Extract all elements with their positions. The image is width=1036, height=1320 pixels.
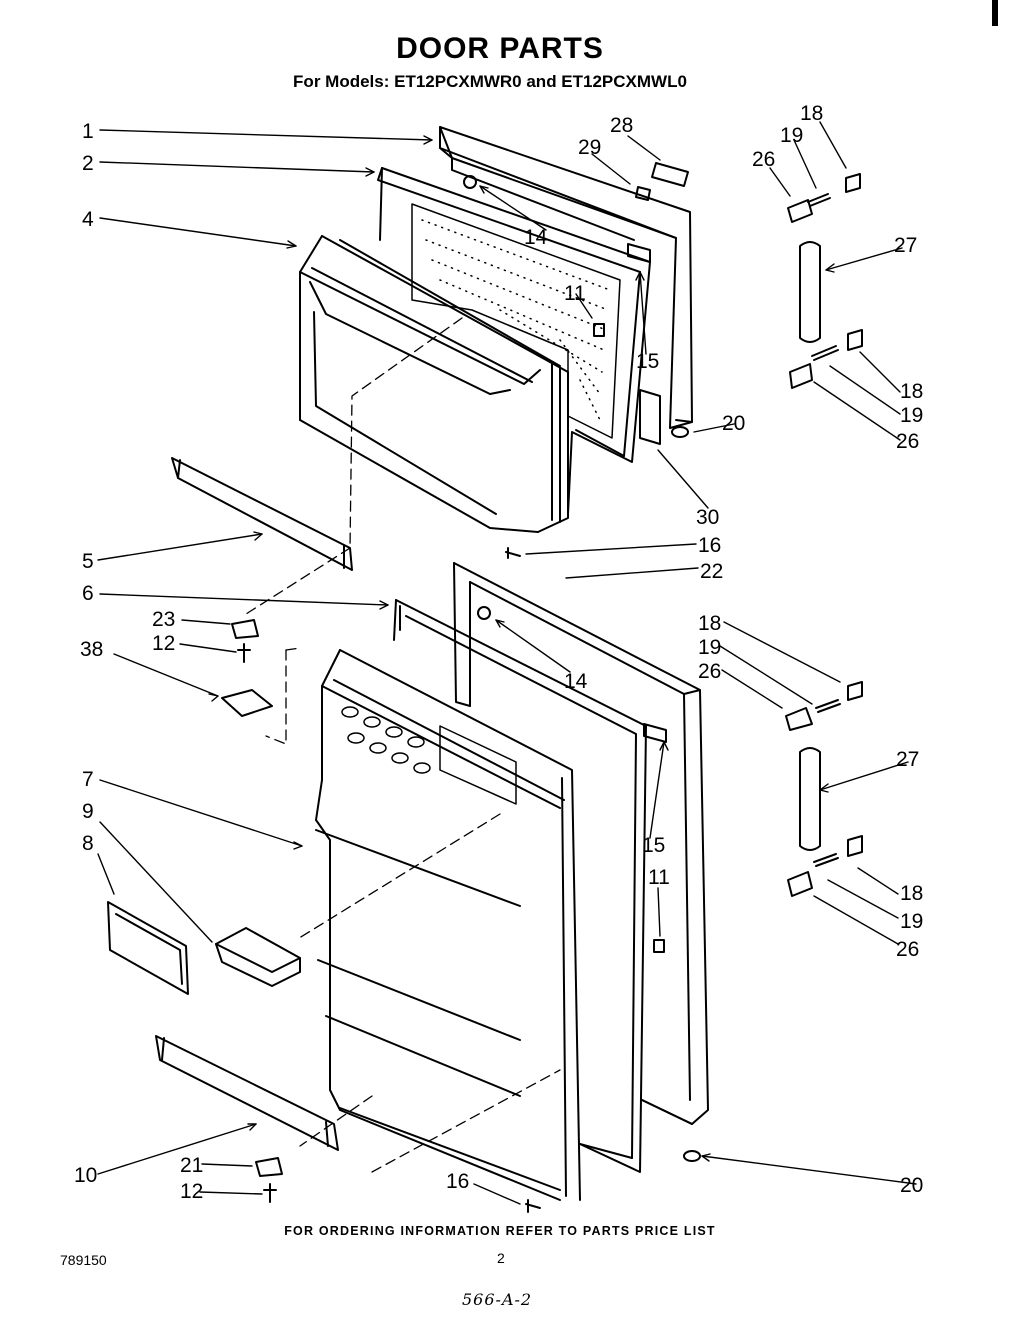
fresh-food-door-gasket <box>393 599 647 1173</box>
freezer-door-liner <box>299 235 569 533</box>
fresh-food-door-trim-strip <box>155 1035 339 1151</box>
callout-9: 9 <box>82 800 94 823</box>
freezer-door-stop-15 <box>627 243 651 263</box>
callout-19-a: 19 <box>780 124 803 147</box>
callout-12-lower: 12 <box>180 1180 203 1203</box>
callout-10: 10 <box>74 1164 97 1187</box>
callout-15-upper: 15 <box>636 350 659 373</box>
callout-6: 6 <box>82 582 94 605</box>
freezer-door-stop-block <box>639 389 661 445</box>
fresh-door-stop-15 <box>643 723 667 743</box>
screw-16-upper <box>505 547 521 559</box>
hinge-23 <box>231 619 259 639</box>
callout-16-lower: 16 <box>446 1170 469 1193</box>
fresh-food-egg-tray <box>341 706 517 805</box>
callout-26-b: 26 <box>896 430 919 453</box>
callout-1: 1 <box>82 120 94 143</box>
callout-22: 22 <box>700 560 723 583</box>
callout-29: 29 <box>578 136 601 159</box>
nameplate-28 <box>651 162 689 187</box>
hinge-21 <box>255 1157 283 1177</box>
callout-19-c: 19 <box>698 636 721 659</box>
callout-2: 2 <box>82 152 94 175</box>
callout-19-b: 19 <box>900 404 923 427</box>
information-card-38 <box>221 689 273 717</box>
lower-hinge-set-bottom <box>787 835 863 897</box>
dairy-compartment-9 <box>215 927 301 987</box>
dairy-compartment-door-8 <box>107 901 189 995</box>
freezer-door-button-11 <box>593 323 605 337</box>
callout-28: 28 <box>610 114 633 137</box>
callout-27-upper: 27 <box>894 234 917 257</box>
nameplate-29 <box>635 186 651 201</box>
fresh-food-door-liner <box>315 649 581 1201</box>
screw-16-lower <box>525 1199 541 1213</box>
assembly-dashed-lines <box>245 317 561 1173</box>
fresh-door-plug-14 <box>477 606 491 620</box>
screw-12-upper <box>237 643 251 663</box>
callout-4: 4 <box>82 208 94 231</box>
corner-registration-mark <box>992 0 998 26</box>
callout-18-d: 18 <box>900 882 923 905</box>
callout-26-d: 26 <box>896 938 919 961</box>
callout-15-lower: 15 <box>642 834 665 857</box>
models-subtitle: For Models: ET12PCXMWR0 and ET12PCXMWL0 <box>293 72 687 91</box>
callout-14-upper: 14 <box>524 226 548 249</box>
hinge-pin-27-upper <box>799 241 821 343</box>
callout-19-d: 19 <box>900 910 923 933</box>
freezer-door-glide-20 <box>671 426 689 438</box>
freezer-door-plug-14 <box>463 175 477 189</box>
callout-12-upper: 12 <box>152 632 175 655</box>
freezer-door-outer-panel <box>439 126 693 429</box>
callout-5: 5 <box>82 550 94 573</box>
page-title: DOOR PARTS <box>396 32 604 65</box>
callout-26-c: 26 <box>698 660 721 683</box>
screw-12-lower <box>263 1183 277 1203</box>
hinge-pin-27-lower <box>799 747 821 851</box>
freezer-insulation-panel <box>411 203 621 439</box>
lower-hinge-set-top <box>785 681 863 731</box>
callout-8: 8 <box>82 832 94 855</box>
callout-38: 38 <box>80 638 103 661</box>
callout-20-lower: 20 <box>900 1174 923 1197</box>
callout-7: 7 <box>82 768 94 791</box>
callout-26-a: 26 <box>752 148 775 171</box>
callout-21: 21 <box>180 1154 203 1177</box>
callout-leader-lines <box>97 121 917 1205</box>
callout-18-a: 18 <box>800 102 823 125</box>
freezer-door-trim-strip <box>171 457 353 571</box>
callout-18-c: 18 <box>698 612 721 635</box>
fresh-food-door-outer-panel <box>453 562 709 1125</box>
callout-16-upper: 16 <box>698 534 721 557</box>
handwritten-code: 566-A-2 <box>462 1290 533 1309</box>
callout-11-lower: 11 <box>648 866 670 889</box>
freezer-door-gasket <box>377 167 651 515</box>
fresh-door-glide-20 <box>683 1150 701 1162</box>
callout-numbers: 1 2 4 28 29 14 11 15 18 19 26 27 18 19 2… <box>74 102 923 1203</box>
callout-27-lower: 27 <box>896 748 919 771</box>
callout-18-b: 18 <box>900 380 923 403</box>
upper-hinge-set-bottom <box>789 329 863 389</box>
callout-14-lower: 14 <box>564 670 588 693</box>
callout-11-upper: 11 <box>564 282 586 305</box>
catalog-number: 789150 <box>60 1252 107 1268</box>
callout-20-upper: 20 <box>722 412 745 435</box>
upper-hinge-set-top <box>787 173 861 223</box>
fresh-door-button-11 <box>653 939 665 953</box>
callout-23: 23 <box>152 608 175 631</box>
callout-30: 30 <box>696 506 719 529</box>
ordering-note: FOR ORDERING INFORMATION REFER TO PARTS … <box>284 1224 716 1238</box>
page-number: 2 <box>497 1250 505 1266</box>
